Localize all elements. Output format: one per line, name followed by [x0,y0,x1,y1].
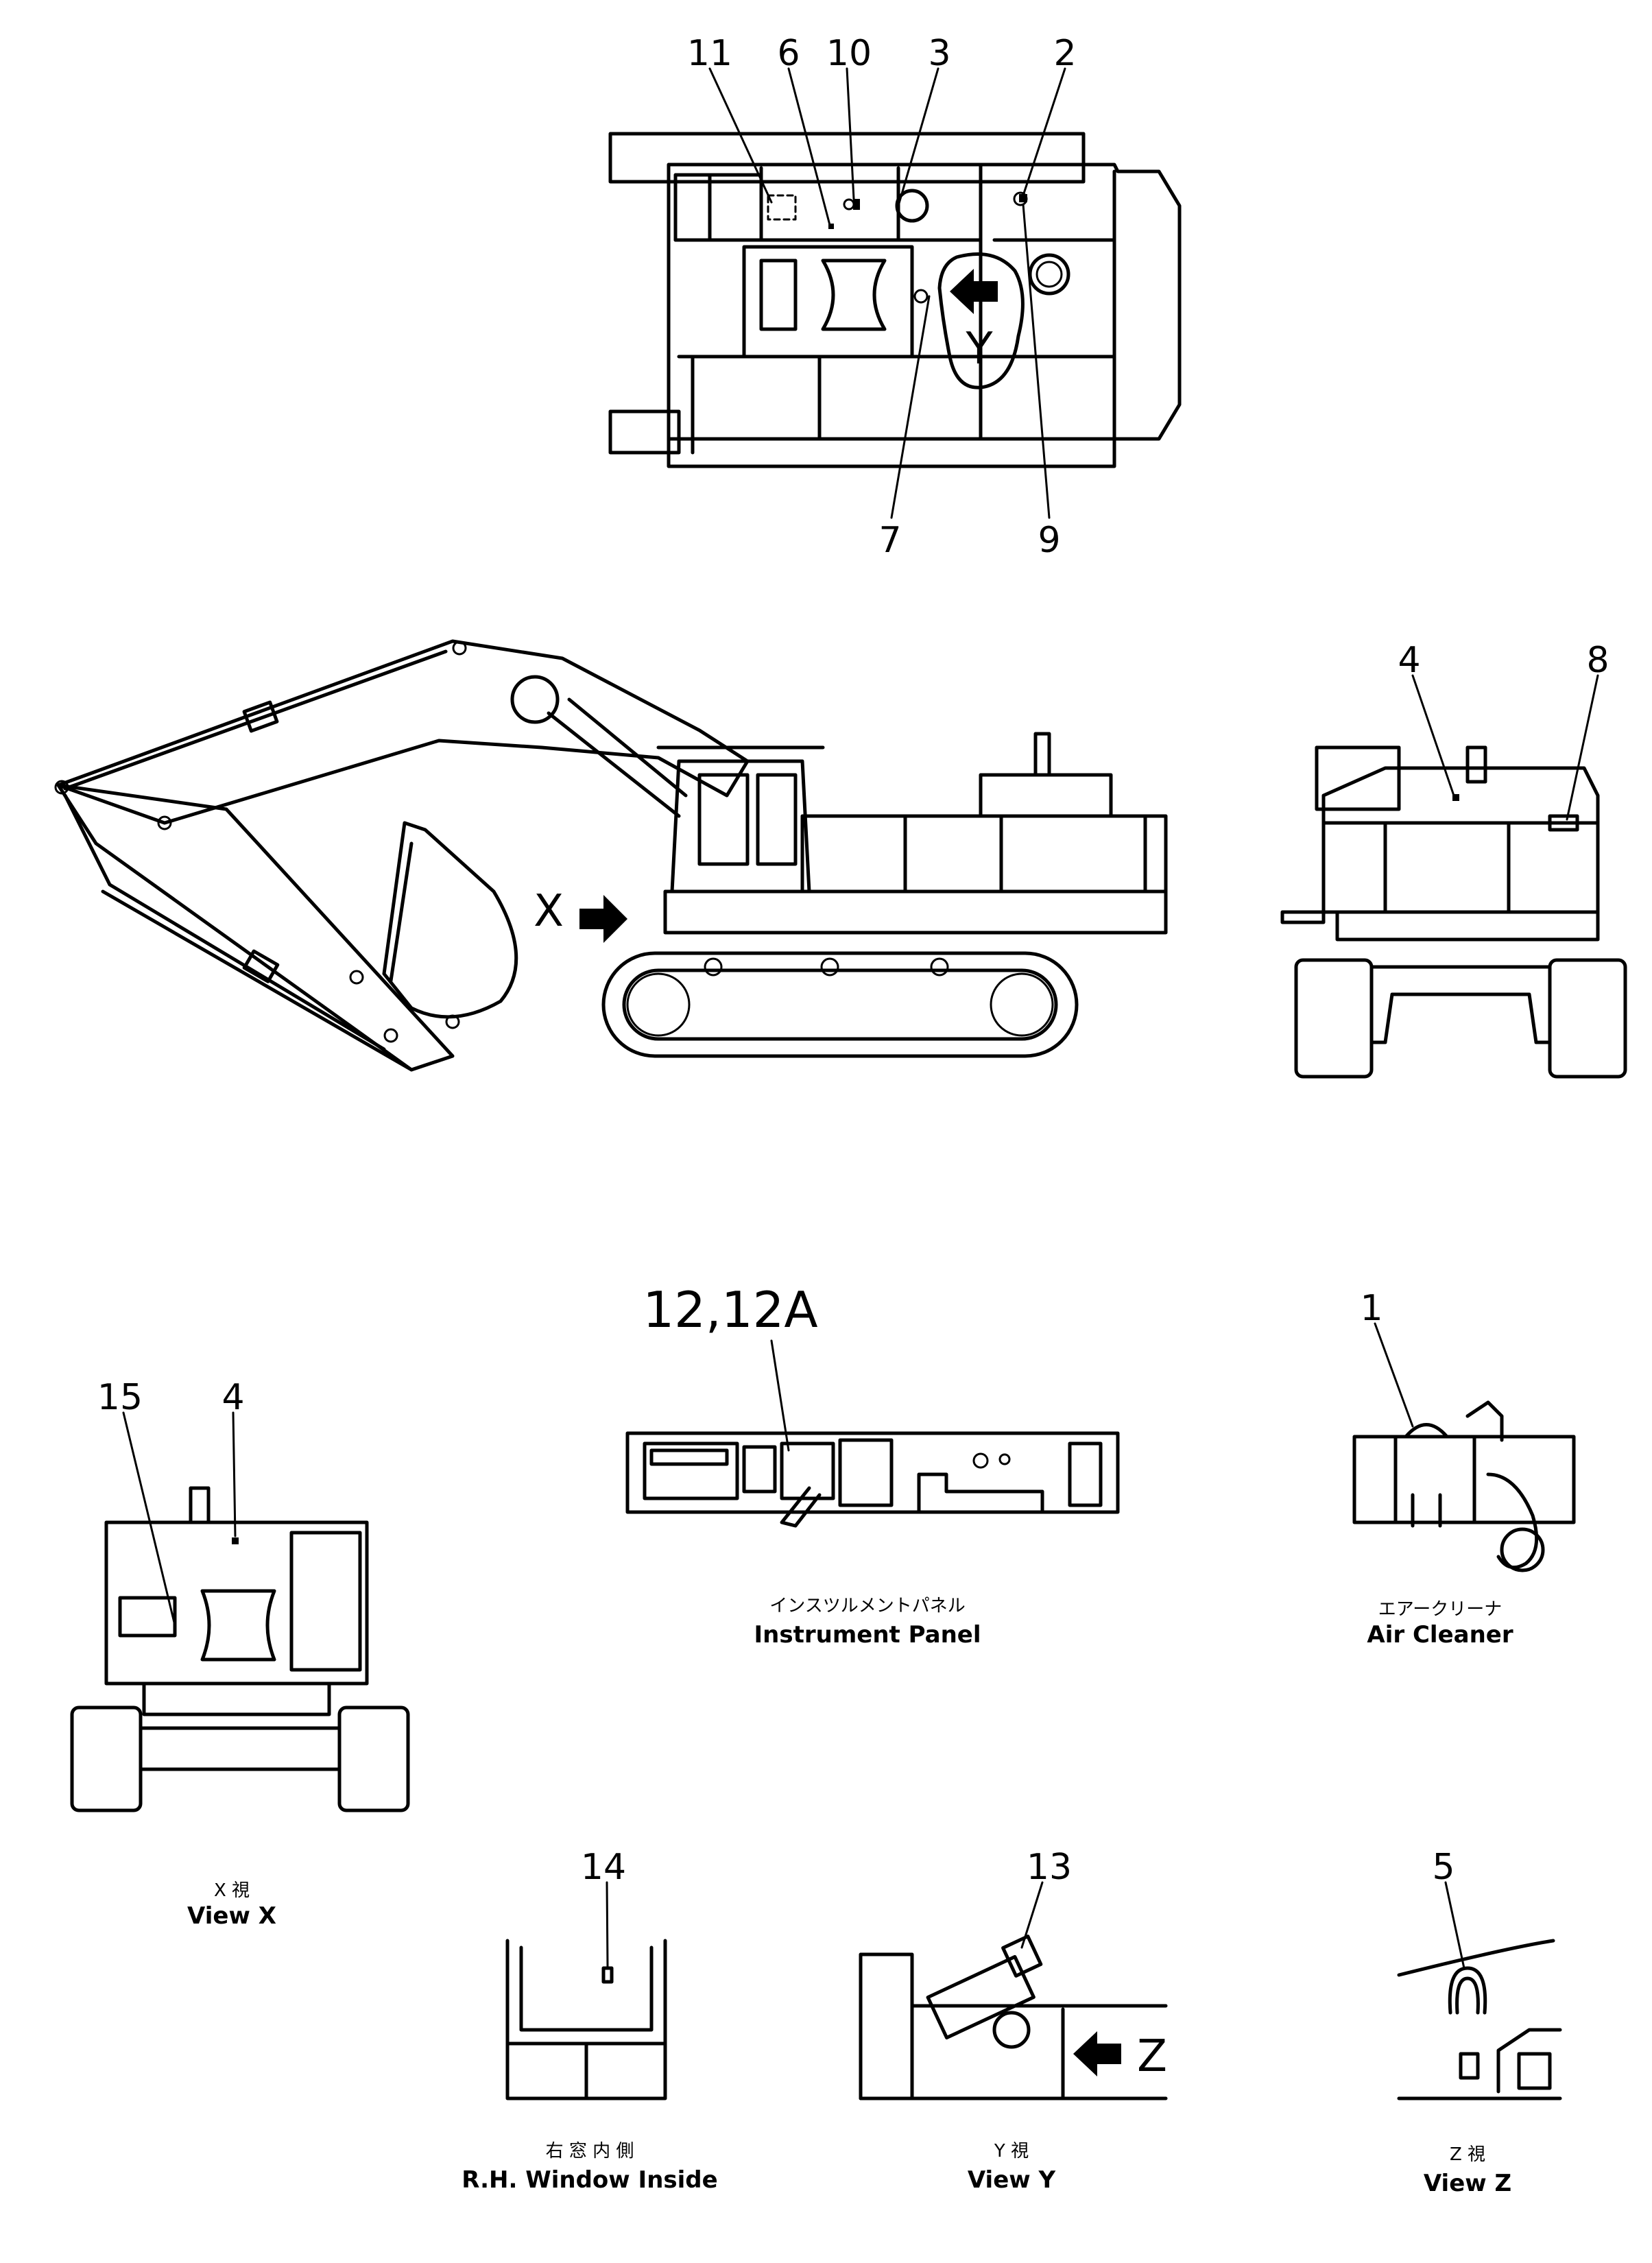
instrument-panel-caption-jp: インスツルメントパネル [769,1596,965,1616]
callout-7: 7 [878,520,901,561]
window-inside-caption-en: R.H. Window Inside [462,2166,717,2194]
instrument-panel-view: 12,12A インスツルメントパネル Instrument Panel [625,1281,1120,1649]
callout-11: 11 [687,33,732,74]
side-view: X [54,639,1168,1072]
air-cleaner-outline [1352,1400,1576,1572]
callout-1: 1 [1360,1288,1382,1329]
view-y: 13 Z Y 視 View Y [859,1847,1168,2194]
view-z-caption-en: View Z [1424,2170,1511,2197]
window-inside-outline [505,1939,667,2100]
view-marker-x: X [534,886,564,937]
top-view-machine-outline [608,132,1182,468]
callout-12-12a: 12,12A [643,1281,817,1339]
callout-13: 13 [1027,1847,1072,1888]
callout-6: 6 [777,33,800,74]
callout-15: 15 [97,1377,143,1418]
callout-9: 9 [1038,520,1060,561]
side-view-machine-outline [54,639,1168,1072]
view-y-caption-jp: Y 視 [994,2141,1029,2162]
view-marker-y: Y [965,324,993,374]
window-inside-view: 14 右 窓 内 側 R.H. Window Inside [462,1847,717,2194]
view-x-caption-en: View X [187,1902,276,1930]
callout-3: 3 [928,33,950,74]
callout-14: 14 [581,1847,626,1888]
view-y-outline [859,1935,1168,2100]
window-inside-caption-jp: 右 窓 内 側 [546,2141,634,2162]
instrument-panel-caption-en: Instrument Panel [754,1621,981,1649]
top-view: 11 6 10 3 2 7 9 Y [608,33,1182,561]
instrument-panel-outline [625,1431,1120,1528]
callout-8: 8 [1586,640,1609,681]
view-z-outline [1397,1939,1562,2100]
rear-view-machine-outline [1280,745,1627,1079]
callout-2: 2 [1053,33,1076,74]
view-marker-z: Z [1137,2031,1167,2082]
view-x-outline [70,1486,410,1812]
callout-5: 5 [1432,1847,1455,1888]
view-x-caption-jp: X 視 [214,1880,250,1901]
callout-4-view-x: 4 [222,1377,244,1418]
view-z-caption-jp: Z 視 [1450,2144,1485,2165]
view-z: 5 Z 視 View Z [1397,1847,1562,2197]
view-y-caption-en: View Y [968,2166,1056,2194]
air-cleaner-caption-en: Air Cleaner [1367,1621,1513,1649]
air-cleaner-view: 1 エアークリーナ Air Cleaner [1352,1288,1576,1649]
air-cleaner-caption-jp: エアークリーナ [1378,1599,1502,1620]
callout-10: 10 [826,33,872,74]
callout-4-rear: 4 [1398,640,1420,681]
view-x: 15 4 X 視 View X [70,1377,410,1930]
rear-view: 4 8 [1280,640,1627,1079]
